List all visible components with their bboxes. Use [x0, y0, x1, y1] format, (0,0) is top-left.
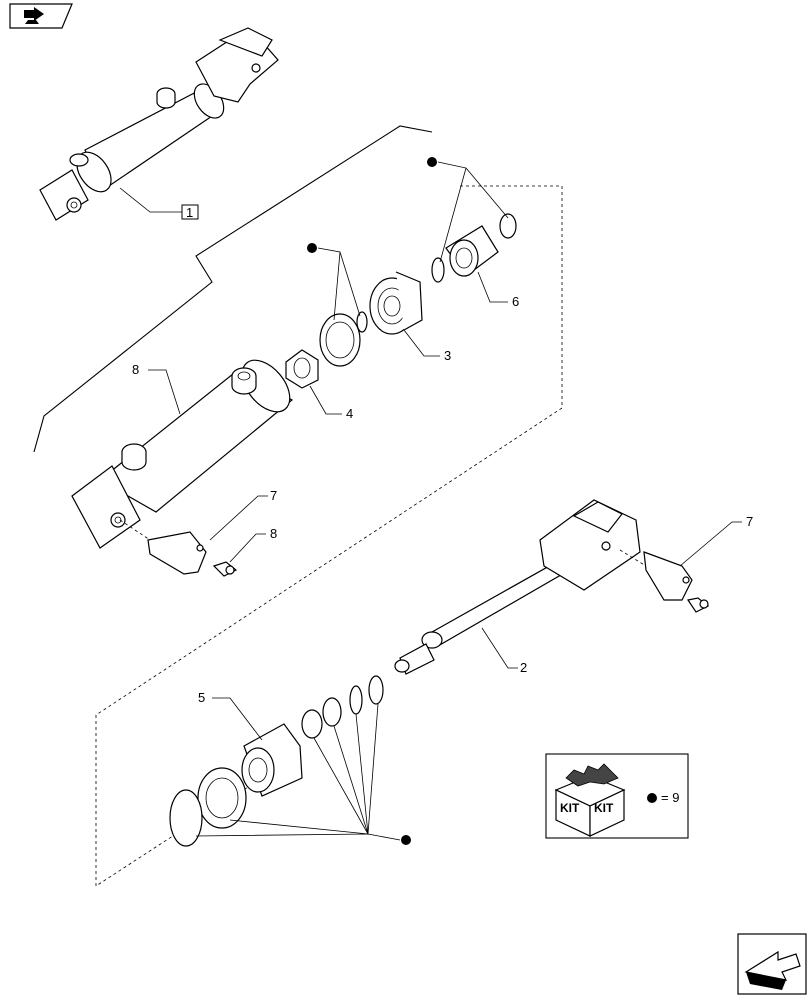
callout-5: 5: [198, 690, 263, 741]
assembly-axis-right-pin: [619, 549, 647, 567]
callout-7-right-label: 7: [746, 514, 753, 529]
o-ring-b: [431, 257, 445, 283]
seal-kit-bullet-top: [427, 157, 437, 167]
callout-6: 6: [477, 271, 519, 309]
piston-head: [369, 271, 423, 335]
callout-6-label: 6: [512, 294, 519, 309]
section-boundary-line: [33, 125, 433, 453]
back-to-index-icon[interactable]: [9, 3, 73, 29]
lower-gland: [197, 767, 247, 829]
callout-2: 2: [481, 627, 527, 675]
lower-snap-ring: [169, 789, 203, 847]
kit-word-right: KIT: [594, 801, 614, 815]
callout-7-right: 7: [679, 514, 753, 567]
seal-kit-bullet-lower: [401, 835, 411, 845]
callout-2-label: 2: [520, 660, 527, 675]
callout-3-label: 3: [444, 348, 451, 363]
callout-7-left: 7: [209, 488, 277, 541]
callout-8-screw: 8: [229, 526, 277, 563]
screw-left: [212, 561, 238, 577]
o-ring-a: [356, 311, 368, 333]
pin-right: [643, 551, 693, 601]
gland-sleeve: [445, 225, 499, 277]
callout-4: 4: [309, 385, 353, 421]
kit-legend: KIT KIT = 9: [545, 753, 689, 839]
kit-word-left: KIT: [560, 801, 580, 815]
lower-seal-d: [301, 709, 323, 739]
leader-upper-bullet: [317, 247, 361, 321]
piston-rod: [394, 499, 641, 675]
dashed-assembly-outline: [95, 186, 563, 887]
cylinder-barrel: [71, 359, 294, 549]
assembled-cylinder-illustration: [39, 27, 279, 221]
assembly-axis-left-pin: [119, 519, 151, 541]
pin-left: [147, 531, 207, 575]
callout-3: 3: [403, 329, 451, 363]
callout-5-label: 5: [198, 690, 205, 705]
bushing-ring: [319, 313, 361, 367]
callout-8-barrel: 8: [132, 362, 181, 415]
lower-seal-b: [349, 685, 363, 715]
kit-box-icon: KIT KIT: [554, 763, 626, 837]
lower-seal-c: [322, 697, 342, 727]
next-page-arrow-icon[interactable]: [737, 933, 807, 995]
leader-lower-bullet: [195, 703, 401, 841]
callout-8-barrel-label: 8: [132, 362, 139, 377]
lower-piston: [241, 723, 303, 797]
o-ring-c: [499, 213, 517, 239]
nut: [285, 349, 319, 389]
screw-right: [687, 597, 710, 613]
kit-legend-equals: = 9: [661, 790, 679, 805]
callout-4-label: 4: [346, 406, 353, 421]
kit-legend-bullet: [647, 793, 657, 803]
callout-1: 1: [119, 187, 199, 220]
callout-1-label: 1: [186, 205, 193, 220]
callout-7-left-label: 7: [270, 488, 277, 503]
lower-seal-a: [368, 675, 384, 705]
leader-top-bullet: [437, 161, 509, 263]
seal-kit-bullet-upper: [307, 243, 317, 253]
callout-8-screw-label: 8: [270, 526, 277, 541]
